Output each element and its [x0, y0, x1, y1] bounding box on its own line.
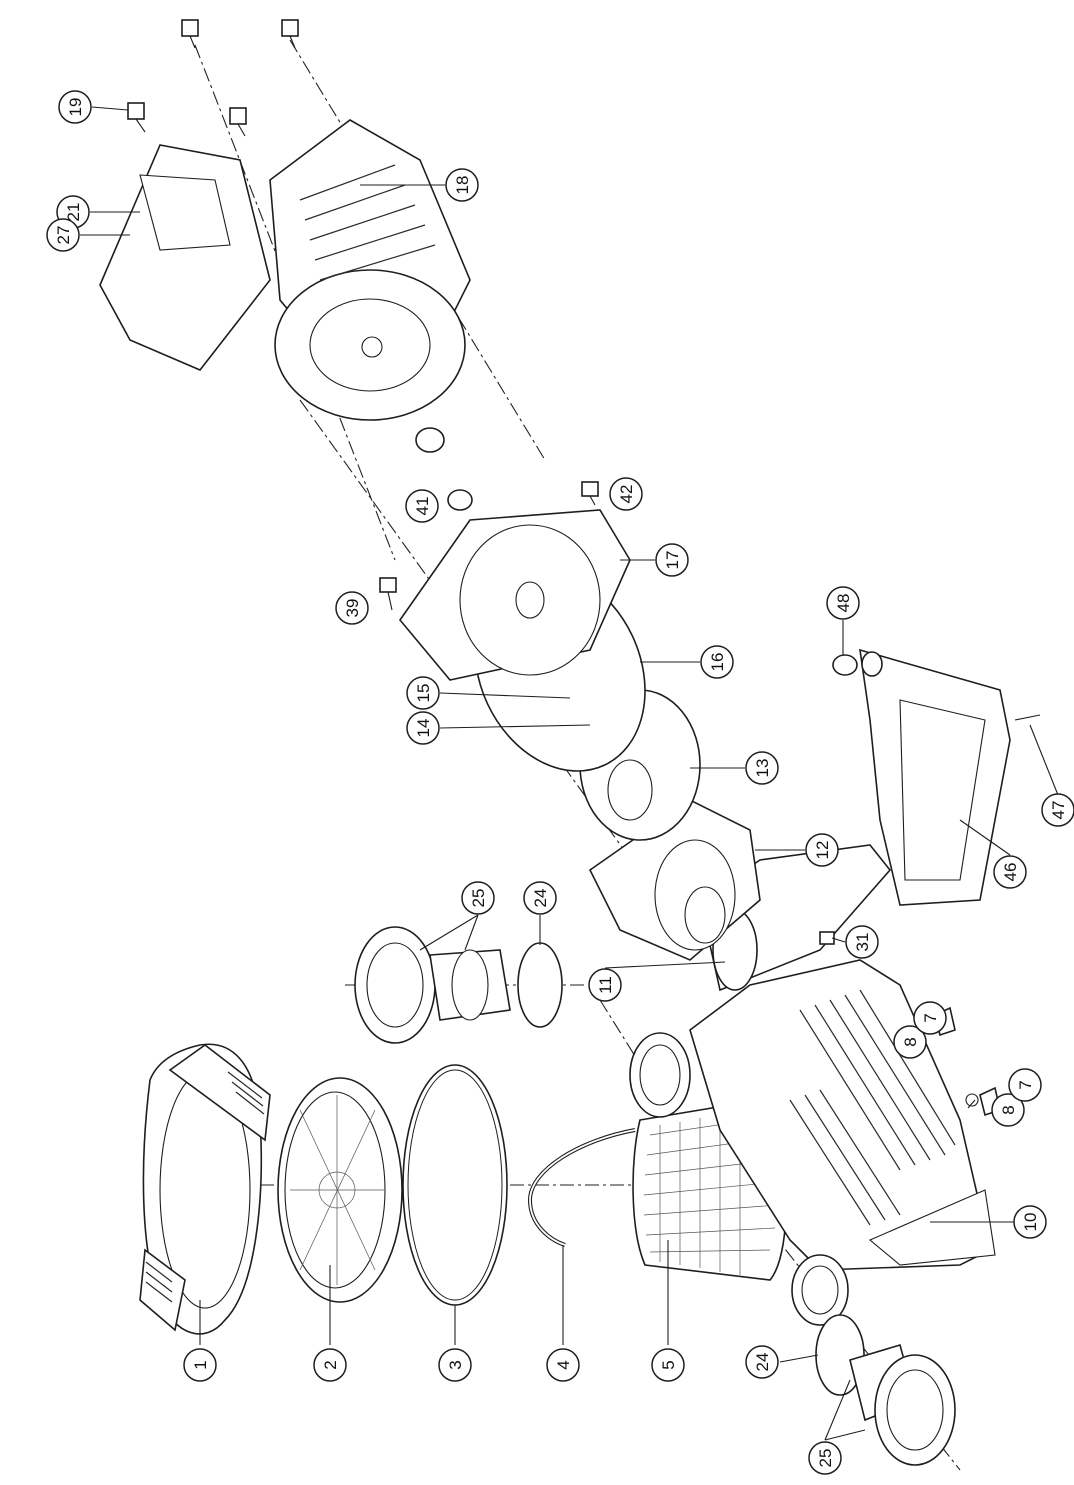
callout-3: 3	[438, 1348, 472, 1382]
part-4-spring-clip	[527, 1128, 636, 1247]
svg-text:24: 24	[531, 889, 550, 908]
part-21-control-box	[99, 144, 271, 371]
callout-17: 17	[655, 543, 689, 577]
callout-7-lower: 7	[1008, 1068, 1042, 1102]
bolt-top-right	[281, 19, 299, 49]
callout-27: 27	[46, 218, 80, 252]
callout-31: 31	[845, 925, 879, 959]
svg-text:4: 4	[554, 1360, 573, 1369]
svg-text:24: 24	[753, 1353, 772, 1372]
part-48-bushing	[832, 651, 883, 677]
callout-4: 4	[546, 1348, 580, 1382]
callout-42: 42	[609, 477, 643, 511]
svg-text:12: 12	[813, 841, 832, 860]
svg-text:8: 8	[999, 1105, 1018, 1114]
part-18-motor	[269, 119, 471, 421]
callout-39: 39	[335, 591, 369, 625]
callout-1: 1	[183, 1348, 217, 1382]
callout-10: 10	[1013, 1205, 1047, 1239]
bolt-42	[581, 481, 599, 506]
screw-47	[1014, 714, 1041, 721]
callout-18: 18	[445, 168, 479, 202]
bolt-mid	[229, 107, 247, 137]
svg-text:39: 39	[343, 599, 362, 618]
svg-text:17: 17	[663, 551, 682, 570]
callout-48: 48	[826, 586, 860, 620]
callout-24-lower: 24	[745, 1345, 779, 1379]
svg-text:41: 41	[413, 497, 432, 516]
bolt-19	[127, 102, 146, 133]
part-1-lid	[139, 1043, 271, 1335]
svg-text:5: 5	[659, 1360, 678, 1369]
svg-text:13: 13	[753, 759, 772, 778]
callout-2: 2	[313, 1348, 347, 1382]
callout-16: 16	[700, 645, 734, 679]
callout-11: 11	[588, 968, 622, 1002]
part-25-union-lower	[849, 1343, 956, 1466]
part-24-union-o-ring-upper	[517, 942, 563, 1028]
callout-15: 15	[406, 676, 440, 710]
svg-text:15: 15	[414, 684, 433, 703]
callout-5: 5	[651, 1348, 685, 1382]
svg-text:25: 25	[816, 1449, 835, 1468]
callout-14: 14	[406, 711, 440, 745]
callout-24-upper: 24	[523, 881, 557, 915]
callout-25-lower: 25	[808, 1441, 842, 1475]
callout-19: 19	[58, 90, 92, 124]
callout-13: 13	[745, 751, 779, 785]
callout-25-upper: 25	[461, 881, 495, 915]
svg-text:47: 47	[1049, 801, 1068, 820]
callout-41: 41	[405, 489, 439, 523]
svg-text:7: 7	[921, 1013, 940, 1022]
part-2-lid-insert	[277, 1077, 403, 1303]
callout-12: 12	[805, 833, 839, 867]
svg-text:31: 31	[853, 933, 872, 952]
callout-8-lower: 8	[991, 1093, 1025, 1127]
svg-text:1: 1	[191, 1360, 210, 1369]
svg-text:25: 25	[469, 889, 488, 908]
svg-text:14: 14	[414, 719, 433, 738]
callout-8-upper: 8	[893, 1025, 927, 1059]
svg-text:48: 48	[834, 594, 853, 613]
part-12-diffuser	[588, 799, 761, 961]
svg-text:16: 16	[708, 653, 727, 672]
leader-lines	[80, 106, 1059, 1441]
svg-text:21: 21	[64, 203, 83, 222]
svg-text:19: 19	[66, 98, 85, 117]
svg-text:10: 10	[1021, 1213, 1040, 1232]
svg-text:7: 7	[1016, 1080, 1035, 1089]
svg-text:11: 11	[596, 976, 615, 994]
svg-text:8: 8	[901, 1037, 920, 1046]
svg-text:46: 46	[1001, 863, 1020, 882]
svg-text:27: 27	[54, 226, 73, 245]
svg-text:3: 3	[446, 1360, 465, 1369]
part-25-union-upper	[354, 926, 511, 1044]
part-3-o-ring	[402, 1064, 508, 1306]
svg-text:2: 2	[321, 1360, 340, 1369]
part-17-seal-plate	[398, 509, 631, 681]
callout-47: 47	[1041, 793, 1074, 827]
part-46-base-bracket	[859, 648, 1011, 906]
washer-41	[415, 427, 473, 511]
svg-text:42: 42	[617, 485, 636, 504]
bolt-39	[379, 577, 397, 611]
plug-31	[819, 931, 835, 945]
callout-46: 46	[993, 855, 1027, 889]
svg-text:18: 18	[453, 176, 472, 195]
callout-7-upper: 7	[913, 1001, 947, 1035]
bolt-top-left	[181, 19, 199, 49]
